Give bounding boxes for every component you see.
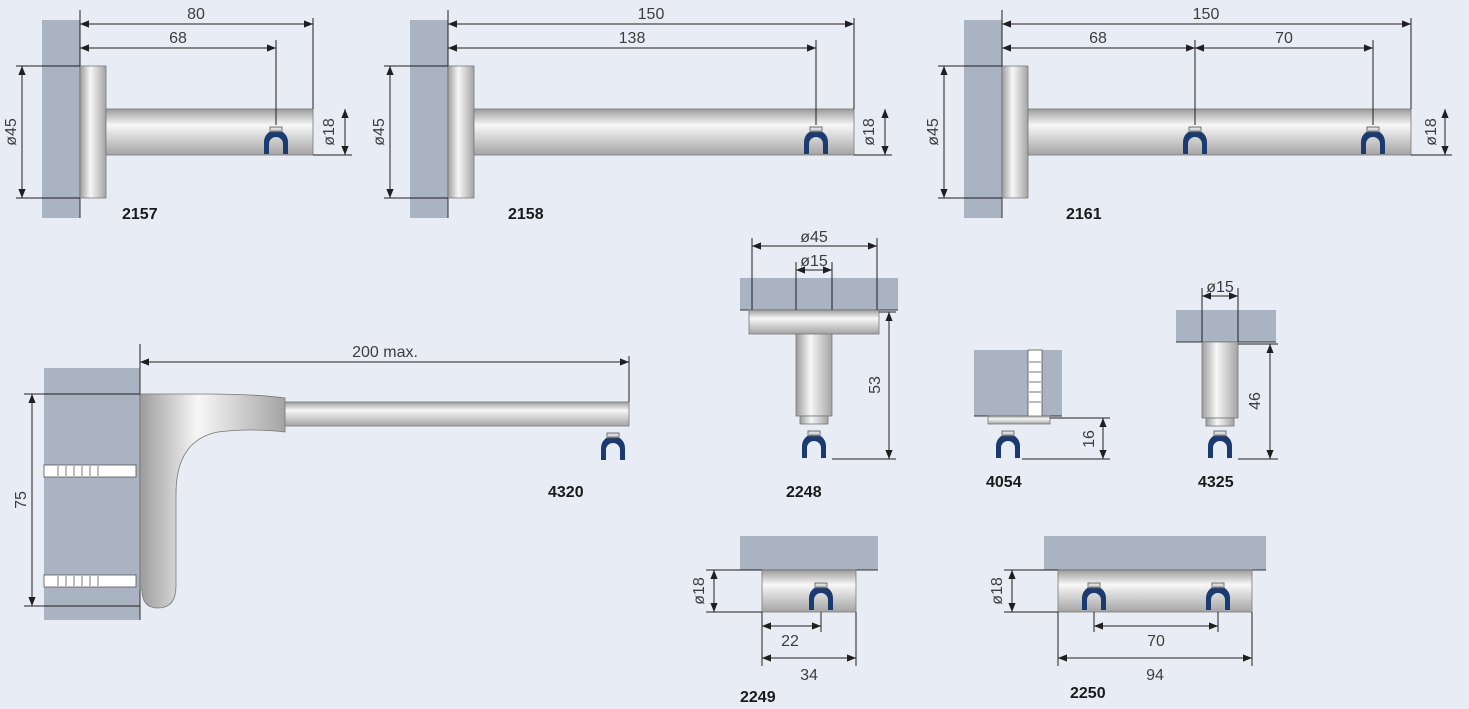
dim-width: 94 [1146,667,1164,684]
glider-icon [801,430,827,459]
dim-spacing: 70 [1147,633,1165,650]
dim-position: 22 [781,633,799,650]
dim-height: 16 [1081,430,1098,448]
glider-icon [600,432,626,461]
wall-plug-icon [43,574,137,588]
wall-plate [79,65,107,199]
part-4325: ø15 46 4325 [1176,279,1278,491]
dim-height: ø18 [989,577,1006,605]
dim-position: 68 [169,30,187,47]
dim-rod-diameter: ø18 [861,118,878,146]
wall [964,20,1002,218]
wall [410,20,448,218]
dim-stem-diameter: ø15 [800,253,828,270]
part-code: 4320 [548,484,584,501]
mounting-plate [987,415,1051,425]
wall-plug-icon [43,464,137,478]
rod [473,108,855,156]
dim-plate-diameter: ø45 [3,118,20,146]
dim-length: 200 max. [352,344,418,361]
stem [1201,341,1239,419]
ceiling [1176,310,1276,342]
part-2161: 150 68 70 ø45 ø18 2161 [925,6,1452,223]
dim-height: 46 [1247,392,1264,410]
wall-plug-icon [1027,349,1043,419]
ceiling-plate [748,309,880,335]
dim-height: 53 [867,376,884,394]
stem [795,333,833,417]
ceiling [740,278,898,310]
part-code: 2157 [122,206,158,223]
part-code: 2161 [1066,206,1102,223]
wall-plate [1001,65,1029,199]
dim-width: 34 [800,667,818,684]
part-2249: ø18 22 34 2249 [691,536,878,706]
part-2250: ø18 70 94 2250 [989,536,1266,702]
dim-length: 150 [638,6,665,23]
dim-height: 75 [13,491,30,509]
part-code: 4054 [986,474,1022,491]
part-code: 2250 [1070,685,1106,702]
part-code: 2249 [740,689,776,706]
rod [1027,108,1412,156]
dim-length: 150 [1193,6,1220,23]
dim-plate-diameter: ø45 [371,118,388,146]
part-code: 2248 [786,484,822,501]
dim-position-2: 70 [1275,30,1293,47]
rail-arm [284,401,630,427]
ceiling [1044,536,1266,570]
part-2248: ø45 ø15 53 2248 [740,229,898,501]
dim-rod-diameter: ø18 [321,118,338,146]
dim-position-1: 68 [1089,30,1107,47]
dim-plate-diameter: ø45 [925,118,942,146]
dim-height: ø18 [691,577,708,605]
bracket-body [139,393,286,609]
dim-length: 80 [187,6,205,23]
part-code: 4325 [1198,474,1234,491]
ceiling [974,350,1062,416]
glider-icon [995,430,1021,459]
part-4320: 200 max. 75 4320 [13,344,630,620]
part-2158: 150 138 ø45 ø18 2158 [371,6,892,223]
part-4054: 16 4054 [974,349,1110,491]
dim-plate-diameter: ø45 [800,229,828,246]
wall [42,20,80,218]
wall-plate [447,65,475,199]
dim-rod-diameter: ø18 [1423,118,1440,146]
glider-icon [1207,430,1233,459]
part-2157: 80 68 ø45 ø18 2157 [3,6,352,223]
dim-position: 138 [619,30,646,47]
dim-stem-diameter: ø15 [1206,279,1234,296]
ceiling [740,536,878,570]
part-code: 2158 [508,206,544,223]
